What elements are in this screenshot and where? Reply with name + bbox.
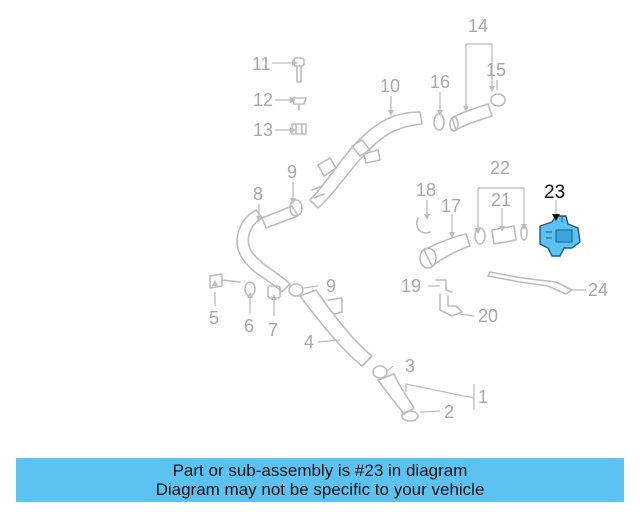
callout-labels: 11 12 13 10 16 14 15 9 8 9 5 6 7 4 3 1 2…: [209, 16, 608, 422]
banner-line-2: Diagram may not be specific to your vehi…: [155, 480, 485, 499]
parts-diagram: 11 12 13 10 16 14 15 9 8 9 5 6 7 4 3 1 2…: [209, 16, 608, 422]
part-2-clamp[interactable]: [401, 410, 419, 422]
part-12-clip[interactable]: [291, 97, 307, 111]
part-14-hose[interactable]: [449, 103, 493, 132]
callout-23[interactable]: 23: [544, 182, 565, 203]
part-23-housing[interactable]: [539, 215, 581, 257]
part-3-clamp[interactable]: [372, 365, 388, 379]
callout-5[interactable]: 5: [209, 308, 219, 328]
callout-17[interactable]: 17: [441, 196, 461, 216]
part-21-pipe[interactable]: [491, 225, 517, 245]
callout-7[interactable]: 7: [268, 320, 278, 340]
part-11-bolt[interactable]: [293, 57, 305, 83]
callout-10[interactable]: 10: [380, 76, 400, 96]
part-9-clamp-lower[interactable]: [288, 283, 304, 297]
part-10-upper-hose[interactable]: [309, 111, 423, 209]
part-17-hose[interactable]: [419, 233, 471, 269]
part-15-o-ring[interactable]: [490, 93, 506, 107]
leader-arrows: [212, 60, 560, 300]
callout-24[interactable]: 24: [588, 280, 608, 300]
part-18-clip[interactable]: [415, 217, 431, 234]
callout-1[interactable]: 1: [478, 387, 488, 407]
callout-2[interactable]: 2: [444, 402, 454, 422]
callout-15[interactable]: 15: [486, 60, 506, 80]
callout-8[interactable]: 8: [253, 184, 263, 204]
callout-9-upper[interactable]: 9: [287, 162, 297, 182]
callout-21[interactable]: 21: [491, 190, 511, 210]
part-16-clamp[interactable]: [433, 113, 445, 131]
callout-19[interactable]: 19: [401, 276, 421, 296]
part-13-nut[interactable]: [291, 123, 307, 135]
part-4-pipe[interactable]: [299, 289, 373, 367]
callout-4[interactable]: 4: [304, 332, 314, 352]
callout-14[interactable]: 14: [468, 16, 488, 36]
callout-6[interactable]: 6: [244, 316, 254, 336]
callout-22[interactable]: 22: [490, 158, 510, 178]
part-5-bolt[interactable]: [209, 273, 241, 289]
part-19-bracket[interactable]: [435, 279, 453, 293]
callout-16[interactable]: 16: [430, 72, 450, 92]
leader-lines: [214, 43, 586, 413]
part-8-hose[interactable]: [236, 205, 299, 293]
callout-13[interactable]: 13: [253, 120, 273, 140]
info-banner: Part or sub-assembly is #23 in diagram D…: [16, 458, 624, 502]
part-24-rod[interactable]: [487, 271, 573, 295]
callout-9-lower[interactable]: 9: [326, 276, 336, 296]
banner-line-1: Part or sub-assembly is #23 in diagram: [172, 461, 468, 480]
callout-11[interactable]: 11: [252, 54, 271, 74]
callout-3[interactable]: 3: [405, 356, 415, 376]
part-1-hose[interactable]: [377, 373, 415, 415]
callout-18[interactable]: 18: [416, 180, 436, 200]
callout-12[interactable]: 12: [253, 90, 273, 110]
part-20-bracket[interactable]: [439, 293, 463, 317]
callout-20[interactable]: 20: [478, 306, 498, 326]
